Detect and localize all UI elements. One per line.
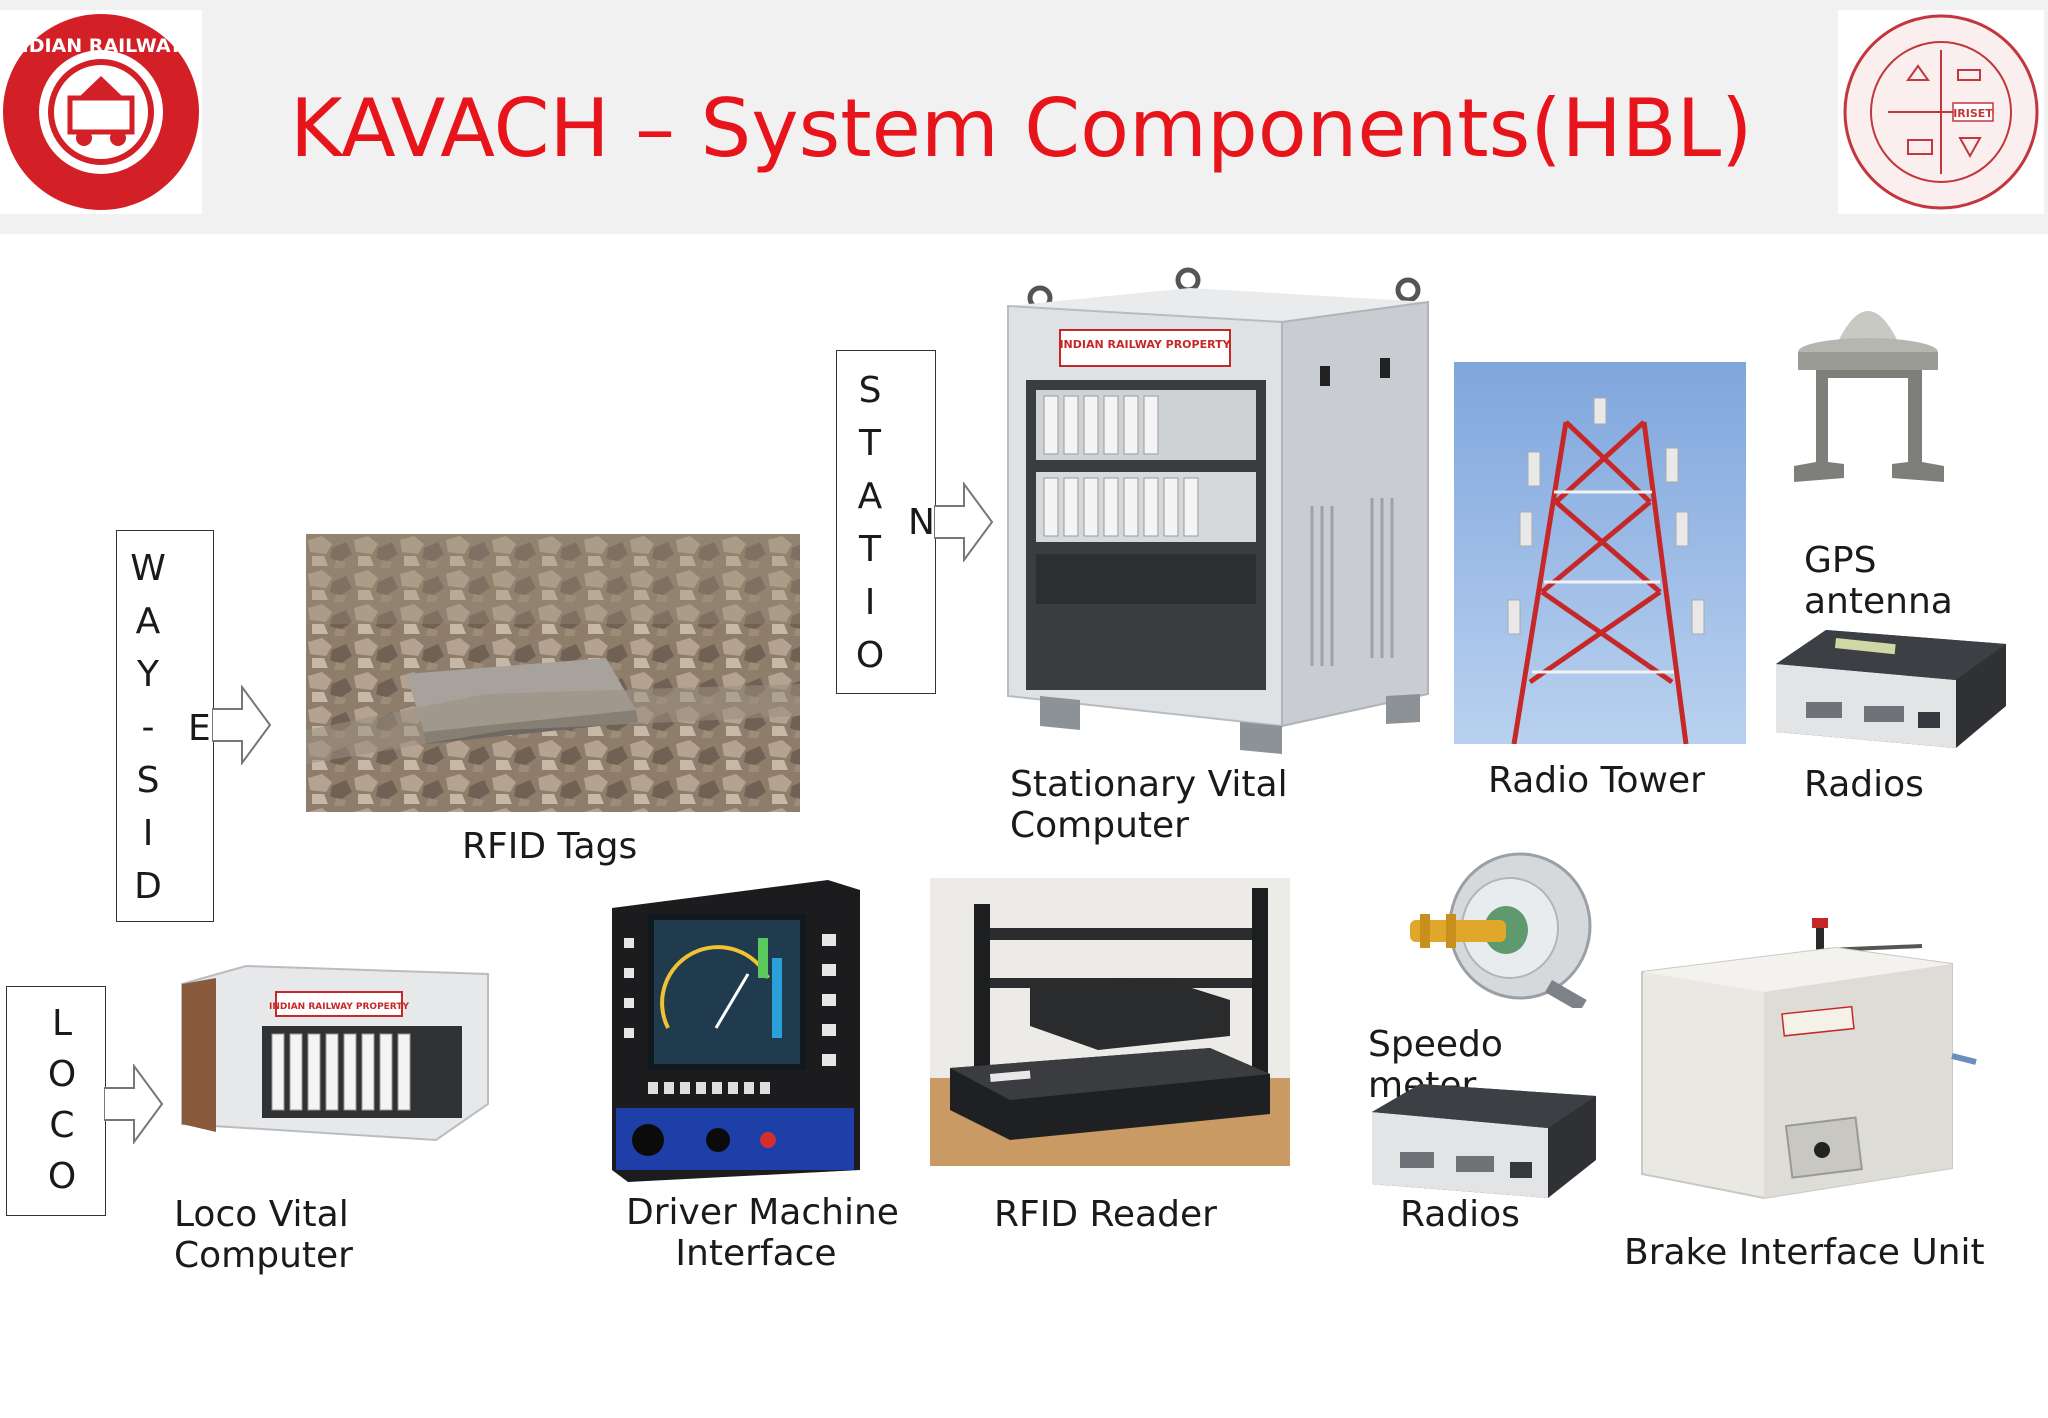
rfid-tags-image bbox=[306, 534, 800, 812]
loco-vital-computer-line: Computer bbox=[174, 1235, 353, 1276]
stationary-vital-computer-line: Stationary Vital bbox=[1010, 764, 1288, 805]
driver-machine-interface-line: Interface bbox=[675, 1233, 837, 1274]
loco-letter: L bbox=[51, 1003, 73, 1044]
loco-vital-computer-line: Loco Vital bbox=[174, 1194, 349, 1235]
radio-unit-top-image bbox=[1766, 624, 2010, 758]
station-letter: T bbox=[859, 529, 881, 570]
wayside-letter: - bbox=[141, 707, 155, 748]
loco-letter: O bbox=[47, 1156, 77, 1197]
gps-antenna-label: GPS antenna bbox=[1804, 540, 1953, 622]
station-tail-letter: N bbox=[908, 502, 935, 543]
indian-railways-logo: INDIAN RAILWAYS bbox=[0, 10, 202, 214]
cabinet-plate-text: INDIAN RAILWAY PROPERTY bbox=[1059, 338, 1231, 351]
stationary-vital-computer-line: Computer bbox=[1010, 805, 1189, 846]
stationary-vital-computer-label: Stationary Vital Computer bbox=[1010, 764, 1288, 846]
rfid-tags-label: RFID Tags bbox=[462, 826, 638, 867]
driver-machine-interface-label: Driver Machine Interface bbox=[626, 1192, 899, 1274]
station-letters: S T A T I O bbox=[836, 364, 904, 682]
station-letter: S bbox=[858, 370, 882, 411]
station-letter: T bbox=[859, 423, 881, 464]
wayside-letter: W bbox=[130, 548, 166, 589]
stationary-vital-computer-image: INDIAN RAILWAY PROPERTY bbox=[1000, 266, 1432, 754]
speedometer-line: Speedo bbox=[1368, 1024, 1503, 1065]
radios-top-label: Radios bbox=[1804, 764, 1924, 805]
gps-antenna-image bbox=[1776, 282, 1960, 488]
iriset-seal-logo: IRISET bbox=[1838, 10, 2044, 214]
wayside-letter: D bbox=[134, 866, 162, 907]
driver-machine-interface-image bbox=[608, 878, 864, 1184]
loco-letter: O bbox=[47, 1054, 77, 1095]
station-letter: O bbox=[855, 635, 885, 676]
logo-left-text: INDIAN RAILWAYS bbox=[6, 35, 197, 57]
wayside-letter: S bbox=[136, 760, 160, 801]
page-title: KAVACH – System Components(HBL) bbox=[290, 82, 1753, 175]
loco-letters: L O C O bbox=[24, 998, 100, 1202]
loco-cabinet-plate-text: INDIAN RAILWAY PROPERTY bbox=[269, 1002, 409, 1012]
radio-tower-label: Radio Tower bbox=[1488, 760, 1705, 801]
wayside-letter: A bbox=[135, 601, 161, 642]
loco-label-box bbox=[6, 986, 106, 1216]
station-letter: A bbox=[857, 476, 883, 517]
loco-vital-computer-label: Loco Vital Computer bbox=[174, 1194, 353, 1276]
loco-arrow-icon bbox=[104, 1064, 164, 1144]
gps-antenna-line: GPS bbox=[1804, 540, 1877, 581]
radio-tower-image bbox=[1454, 362, 1746, 744]
rfid-reader-image bbox=[930, 878, 1290, 1166]
loco-letter: C bbox=[49, 1105, 75, 1146]
wayside-letters: W A Y - S I D bbox=[116, 542, 180, 913]
brake-interface-unit-label: Brake Interface Unit bbox=[1624, 1232, 1985, 1273]
wayside-arrow-icon bbox=[212, 685, 272, 765]
station-letter: I bbox=[864, 582, 876, 623]
station-label-box bbox=[836, 350, 936, 694]
radio-unit-bottom-image bbox=[1366, 1080, 1600, 1208]
driver-machine-interface-line: Driver Machine bbox=[626, 1192, 899, 1233]
wayside-tail-letter: E bbox=[188, 708, 211, 749]
gps-antenna-line: antenna bbox=[1804, 581, 1953, 622]
rfid-reader-label: RFID Reader bbox=[994, 1194, 1217, 1235]
wayside-letter: Y bbox=[137, 654, 159, 695]
wayside-letter: I bbox=[142, 813, 154, 854]
logo-right-text: IRISET bbox=[1953, 107, 1993, 120]
speedometer-image bbox=[1402, 852, 1598, 1008]
station-arrow-icon bbox=[934, 482, 994, 562]
radios-bottom-label: Radios bbox=[1400, 1194, 1520, 1235]
brake-interface-unit-image bbox=[1636, 906, 1978, 1206]
loco-vital-computer-image: INDIAN RAILWAY PROPERTY bbox=[176, 964, 492, 1144]
slide-header bbox=[0, 0, 2048, 234]
